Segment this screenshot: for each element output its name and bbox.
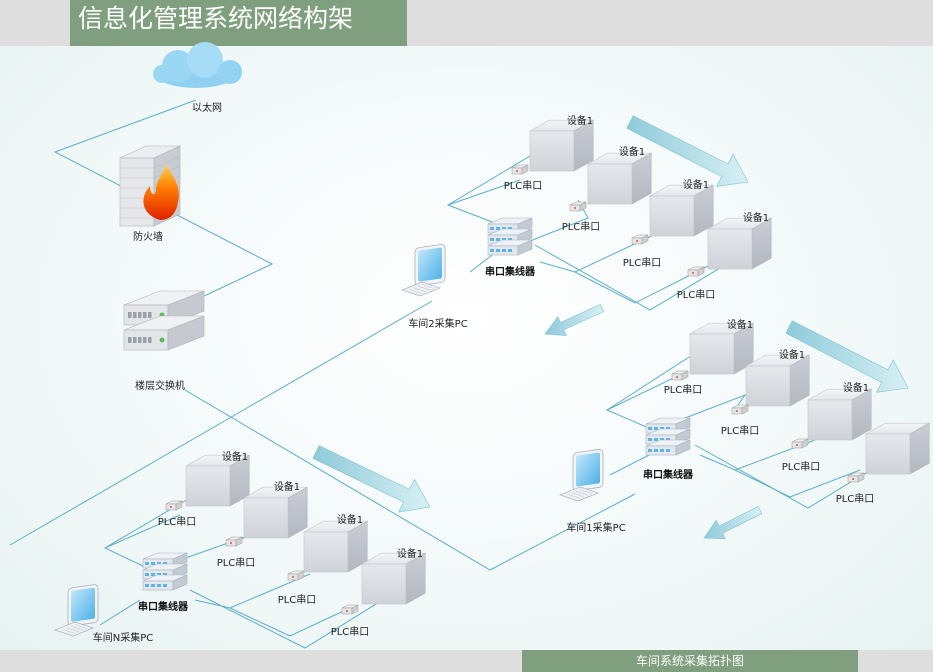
firewall-label: 防火墙: [133, 230, 163, 243]
device-label: 设备1: [683, 178, 709, 191]
plc-serial-icon: [225, 536, 243, 547]
device-box: [242, 486, 309, 539]
device-box: [688, 322, 755, 375]
plc-serial-icon: [731, 404, 749, 415]
plc-label: PLC串口: [331, 626, 370, 638]
serial-hub-icon: [142, 552, 188, 591]
plc-serial-icon: [791, 438, 809, 449]
workstation-pc-icon: [54, 584, 99, 637]
connection-line: [609, 451, 656, 476]
plc-serial-icon: [847, 472, 865, 483]
plc-serial-icon: [287, 570, 305, 581]
page-title: 信息化管理系统网络构架: [70, 0, 407, 46]
device-label: 设备1: [397, 547, 423, 560]
floor-switch-icon: [123, 290, 205, 351]
firewall-icon: [119, 145, 181, 227]
flow-arrows: [312, 115, 909, 540]
plc-serial-icon: [511, 164, 529, 175]
device-label: 设备1: [567, 114, 593, 127]
workstation-pc-icon: [401, 244, 446, 297]
connection-line: [679, 393, 747, 421]
plc-label: PLC串口: [278, 594, 317, 606]
device-label: 设备1: [727, 318, 753, 331]
plc-label: PLC串口: [664, 384, 703, 396]
connection-line: [734, 469, 861, 498]
pcn-label: 车间N采集PC: [93, 631, 154, 644]
flow-arrow: [544, 303, 605, 337]
serial-hub-icon: [487, 217, 533, 256]
connection-line: [99, 599, 141, 626]
plc-label: PLC串口: [623, 257, 662, 269]
device-box: [184, 454, 251, 507]
device-box: [586, 152, 653, 205]
device-label: 设备1: [222, 450, 248, 463]
plc-serial-icon: [687, 266, 705, 277]
plc-label: PLC串口: [217, 557, 256, 569]
plc-serial-icon: [341, 604, 359, 615]
plc-serial-icon: [165, 500, 183, 511]
device-box: [302, 520, 369, 573]
device-label: 设备1: [779, 348, 805, 361]
device-label: 设备1: [843, 381, 869, 394]
pc2-label: 车间2采集PC: [408, 317, 467, 330]
plc-label: PLC串口: [677, 289, 716, 301]
flow-arrow: [626, 115, 749, 187]
device-label: 设备1: [619, 145, 645, 158]
device-box: [806, 388, 873, 441]
device-box: [744, 354, 811, 407]
device-box: [648, 184, 715, 237]
connection-line: [9, 300, 433, 546]
hub-label: 串口集线器: [138, 600, 189, 613]
flow-arrow: [785, 320, 909, 393]
pc1-label: 车间1采集PC: [566, 521, 625, 534]
internet-label: 以太网: [192, 101, 222, 114]
serial-hub-icon: [645, 417, 691, 456]
plc-label: PLC串口: [504, 180, 543, 192]
hub-label: 串口集线器: [643, 468, 694, 481]
device-label: 设备1: [743, 211, 769, 224]
plc-label: PLC串口: [562, 221, 601, 233]
device-label: 设备1: [337, 513, 363, 526]
plc-serial-icon: [631, 234, 649, 245]
device-box: [528, 119, 595, 172]
device-box: [864, 422, 931, 475]
flow-arrow: [703, 506, 763, 540]
plc-label: PLC串口: [721, 425, 760, 437]
device-box: [360, 552, 427, 605]
device-label: 设备1: [274, 480, 300, 493]
plc-label: PLC串口: [782, 461, 821, 473]
plc-serial-icon: [569, 201, 587, 212]
connection-line: [229, 606, 353, 637]
diagram-labels: 以太网防火墙楼层交换机车间2采集PC车间1采集PC车间N采集PC串口集线器串口集…: [93, 101, 875, 644]
plc-label: PLC串口: [158, 516, 197, 528]
switch-label: 楼层交换机: [135, 379, 185, 392]
hub-label: 串口集线器: [485, 265, 536, 278]
device-box: [706, 217, 773, 270]
diagram-nodes: [54, 42, 931, 637]
connection-line: [104, 514, 181, 549]
plc-label: PLC串口: [836, 493, 875, 505]
connection-line: [184, 389, 636, 571]
footer-caption: 车间系统采集拓扑图: [522, 650, 858, 672]
cloud-icon: [153, 42, 242, 88]
plc-serial-icon: [671, 370, 689, 381]
flow-arrow: [312, 445, 431, 513]
workstation-pc-icon: [559, 448, 604, 502]
connection-line: [447, 179, 521, 206]
